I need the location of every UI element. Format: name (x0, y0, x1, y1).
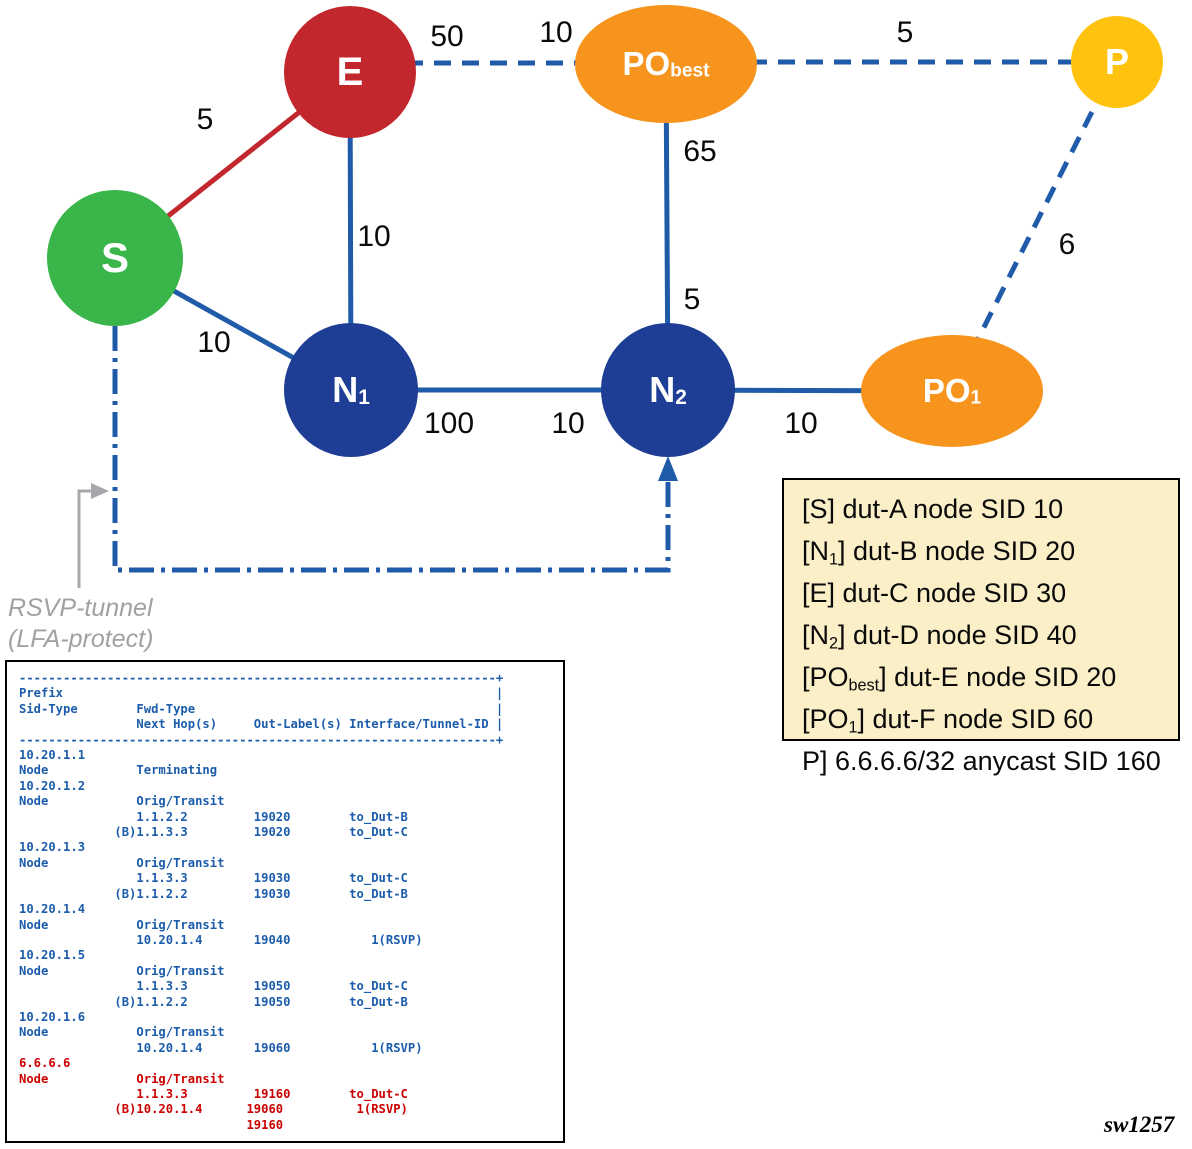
console-line: Node Orig/Transit (19, 963, 225, 978)
legend-item-text: P] 6.6.6.6/32 anycast SID 160 (802, 746, 1161, 777)
console-line: 10.20.1.4 19060 1(RSVP) (19, 1040, 423, 1055)
console-line: (B)1.1.2.2 19050 to_Dut-B (19, 994, 408, 1009)
node-S-label: S (100, 234, 129, 281)
legend-item-text: [E] dut-C node SID 30 (802, 578, 1067, 609)
legend-item: P] 6.6.6.6/32 anycast SID 160 (802, 745, 1161, 787)
cost-label-pobest-n2-lower: 5 (683, 283, 701, 316)
console-line: 10.20.1.3 (19, 840, 86, 855)
console-line: 10.20.1.4 (19, 902, 86, 917)
console-line: (B)1.1.2.2 19030 to_Dut-B (19, 886, 408, 901)
console-line: Node Orig/Transit (19, 1025, 225, 1040)
console-line: 10.20.1.6 (19, 1009, 86, 1024)
rsvp-tunnel-annotation-line2: (LFA-protect) (8, 625, 154, 653)
cost-label-n1-n2-left: 100 (423, 407, 475, 440)
cost-label-s-e: 5 (196, 103, 214, 136)
node-E: E (284, 6, 416, 138)
console-line: (B)1.1.3.3 19020 to_Dut-C (19, 825, 408, 840)
legend-item-text: [N (802, 620, 829, 651)
node-P-label: P (1104, 41, 1129, 82)
legend-item: [E] dut-C node SID 30 (802, 577, 1160, 619)
rsvp-tunnel-path (112, 326, 671, 573)
console-line: Prefix | (19, 686, 504, 701)
figure-id: sw1257 (1104, 1112, 1175, 1137)
cost-label-e-pobest-right: 10 (539, 16, 573, 49)
legend-item: [N1] dut-B node SID 20 (802, 535, 1160, 577)
node-E-label: E (336, 49, 364, 94)
cost-label-pobest-n2-upper: 65 (683, 135, 717, 168)
legend-item: [PObest] dut-E node SID 20 (802, 661, 1160, 703)
fib-output-panel: ----------------------------------------… (5, 660, 565, 1143)
node-PO1-subscript: 1 (970, 387, 982, 409)
cost-label-n2-po1: 10 (784, 407, 818, 440)
console-line-highlighted: 19160 (19, 1117, 284, 1132)
console-line: 10.20.1.5 (19, 948, 86, 963)
node-N2-subscript: 2 (675, 385, 687, 409)
cost-label-pobest-p: 5 (896, 16, 914, 49)
legend-item: [PO1] dut-F node SID 60 (802, 703, 1160, 745)
console-line-highlighted: Node Orig/Transit (19, 1071, 225, 1086)
node-PObest-subscript: best (670, 60, 710, 82)
console-line: Node Orig/Transit (19, 855, 225, 870)
console-line-highlighted: 6.6.6.6 (19, 1056, 71, 1071)
legend-item: [N2] dut-D node SID 40 (802, 619, 1160, 661)
console-line: Next Hop(s) Out-Label(s) Interface/Tunne… (19, 717, 504, 732)
node-N2-label: N (649, 369, 676, 410)
console-line: 10.20.1.4 19040 1(RSVP) (19, 932, 423, 947)
console-line: 10.20.1.1 (19, 748, 86, 763)
node-N1-label: N (332, 369, 359, 410)
console-line: 1.1.3.3 19050 to_Dut-C (19, 979, 408, 994)
legend-item-subscript: 2 (829, 634, 839, 653)
node-PObest-label: PO (622, 45, 671, 82)
legend-item-text: ] dut-B node SID 20 (838, 536, 1076, 567)
console-line: Sid-Type Fwd-Type | (19, 701, 504, 716)
console-line: ----------------------------------------… (19, 732, 504, 747)
legend-item-text: ] dut-D node SID 40 (838, 620, 1077, 651)
legend-item-subscript: 1 (848, 718, 858, 737)
rsvp-tunnel-annotation-line1: RSVP-tunnel (8, 594, 153, 622)
cost-label-n1-n2-right: 10 (551, 407, 585, 440)
cost-label-e-n1: 10 (357, 220, 391, 253)
node-N1-subscript: 1 (358, 385, 370, 409)
console-line-highlighted: (B)10.20.1.4 19060 1(RSVP) (19, 1102, 408, 1117)
sid-legend: [S] dut-A node SID 10 [N1] dut-B node SI… (782, 478, 1180, 776)
console-line: 1.1.3.3 19030 to_Dut-C (19, 871, 408, 886)
legend-item-text: [PO (802, 704, 849, 735)
rsvp-tunnel-annotation: RSVP-tunnel (LFA-protect) (8, 593, 153, 655)
console-line-highlighted: 1.1.3.3 19160 to_Dut-C (19, 1086, 408, 1101)
legend-item-text: [S] dut-A node SID 10 (802, 494, 1064, 524)
console-line: Node Orig/Transit (19, 794, 225, 809)
edge-p-po1-dashed (949, 60, 1120, 393)
cost-label-s-n1: 10 (197, 326, 231, 359)
node-P: P (1071, 16, 1163, 108)
legend-item-text: ] dut-E node SID 20 (879, 662, 1117, 693)
legend-item-text: ] dut-F node SID 60 (857, 704, 1094, 735)
cost-label-e-pobest-left: 50 (430, 20, 464, 53)
console-line: ----------------------------------------… (19, 671, 504, 685)
cost-label-p-po1: 6 (1058, 228, 1076, 261)
console-line: 10.20.1.2 (19, 778, 86, 793)
node-S: S (47, 190, 183, 326)
node-PO1-label: PO (922, 372, 971, 409)
console-line: 1.1.2.2 19020 to_Dut-B (19, 809, 408, 824)
legend-item-text: [N (802, 536, 829, 567)
legend-item-text: [PO (802, 662, 849, 693)
legend-item-subscript: 1 (829, 550, 839, 569)
rsvp-tunnel-arrowhead-icon (658, 456, 678, 481)
annotation-arrowhead-icon (91, 483, 109, 499)
legend-item: [S] dut-A node SID 10 (802, 493, 1160, 535)
console-line: Node Terminating (19, 763, 218, 778)
annotation-arrow-line (77, 489, 93, 588)
console-line: Node Orig/Transit (19, 917, 225, 932)
legend-item-subscript: best (848, 676, 880, 695)
